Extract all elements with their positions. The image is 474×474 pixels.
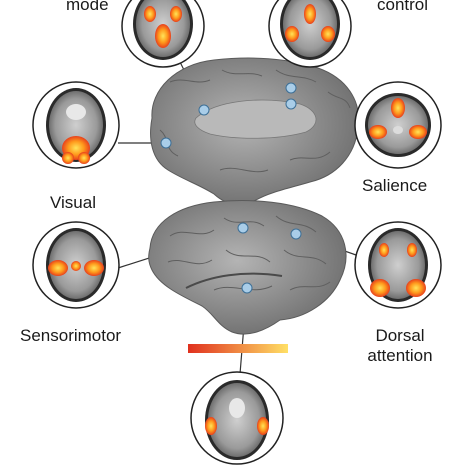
label-sensorimotor: Sensorimotor [20, 326, 122, 345]
label-salience: Salience [362, 176, 428, 195]
lateral-brain-view [148, 200, 347, 335]
seed-node-sensorimotor [237, 222, 249, 234]
label-visual: Visual [50, 193, 96, 212]
seed-node-default-mode [198, 104, 210, 116]
label-dorsal-attention-line2: attention [367, 346, 433, 365]
seed-node-control [285, 82, 297, 94]
seed-node-visual [160, 137, 172, 149]
slice-bottom [190, 371, 284, 465]
slice-control [268, 0, 352, 68]
seed-node-salience [285, 98, 297, 110]
seed-node-bottom [241, 282, 253, 294]
slice-dorsal-attention [354, 221, 442, 309]
slice-sensorimotor [32, 221, 120, 309]
slice-default-mode [121, 0, 205, 68]
seed-nodes [160, 82, 302, 294]
colorbar [188, 344, 288, 353]
label-dorsal-attention-line1: Dorsal [375, 326, 425, 345]
label-control: control [377, 0, 429, 14]
medial-brain-view [150, 57, 360, 206]
label-default-mode: mode [66, 0, 109, 14]
slice-salience [354, 81, 442, 169]
slice-visual [32, 81, 120, 169]
seed-node-dorsal-attention [290, 228, 302, 240]
